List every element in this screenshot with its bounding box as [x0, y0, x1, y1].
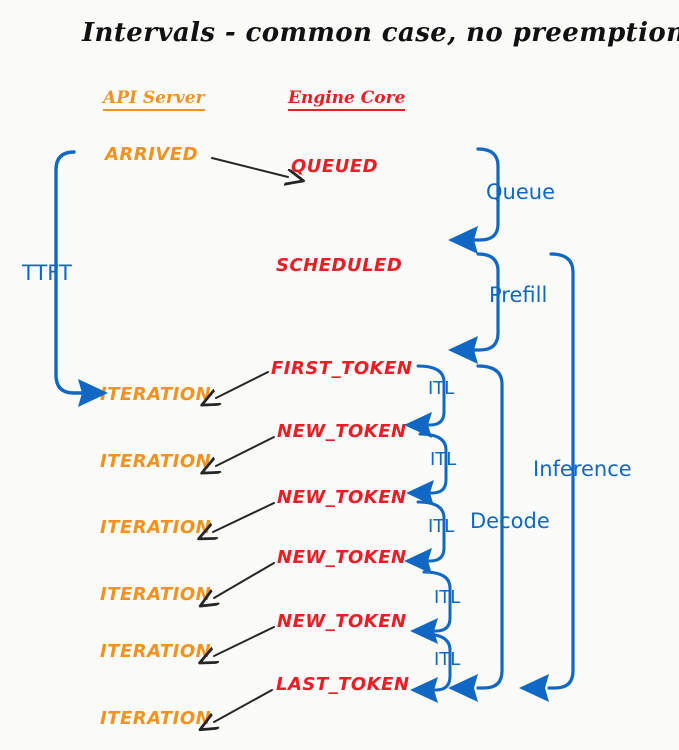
arrow-new-token-to-iteration-2 — [216, 436, 275, 466]
interval-label-itl-3: ITL — [428, 516, 455, 537]
column-header-api-server: API Server — [103, 90, 205, 111]
event-iteration-2: ITERATION — [100, 451, 212, 472]
interval-label-inference: Inference — [533, 457, 632, 481]
interval-label-prefill: Prefill — [489, 283, 548, 307]
arrow-last-token-to-iteration-6 — [214, 689, 273, 722]
bracket-itl-2 — [406, 432, 448, 506]
event-new-token-2: NEW_TOKEN — [277, 487, 407, 508]
event-iteration-1: ITERATION — [100, 384, 212, 405]
event-iteration-4: ITERATION — [100, 584, 212, 605]
interval-label-decode: Decode — [470, 509, 550, 533]
arrow-new-token-to-iteration-5 — [214, 626, 275, 656]
bracket-itl-3 — [404, 500, 446, 574]
interval-label-itl-5: ITL — [434, 649, 461, 670]
event-first-token: FIRST_TOKEN — [271, 358, 413, 379]
event-arrived: ARRIVED — [105, 144, 199, 165]
interval-label-itl-2: ITL — [430, 449, 457, 470]
event-iteration-5: ITERATION — [100, 641, 212, 662]
event-new-token-4: NEW_TOKEN — [277, 611, 407, 632]
arrow-first-token-to-iteration — [216, 371, 269, 398]
event-new-token-1: NEW_TOKEN — [277, 421, 407, 442]
event-iteration-6: ITERATION — [100, 708, 212, 729]
column-header-engine-core: Engine Core — [288, 90, 406, 111]
event-last-token: LAST_TOKEN — [276, 674, 410, 695]
arrow-new-token-to-iteration-4 — [214, 562, 275, 598]
event-scheduled: SCHEDULED — [276, 255, 403, 276]
event-iteration-3: ITERATION — [100, 517, 212, 538]
interval-label-queue: Queue — [486, 180, 555, 204]
bracket-itl-4 — [410, 570, 452, 644]
page-title: Intervals - common case, no preemptions — [82, 18, 679, 48]
event-new-token-3: NEW_TOKEN — [277, 547, 407, 568]
interval-label-itl-4: ITL — [434, 587, 461, 608]
interval-label-itl-1: ITL — [428, 378, 455, 399]
event-queued: QUEUED — [291, 156, 379, 177]
bracket-prefill — [448, 252, 500, 364]
arrow-new-token-to-iteration-3 — [213, 502, 275, 532]
arrow-arrived-to-queued — [211, 157, 288, 177]
interval-label-ttft: TTFT — [22, 261, 72, 285]
